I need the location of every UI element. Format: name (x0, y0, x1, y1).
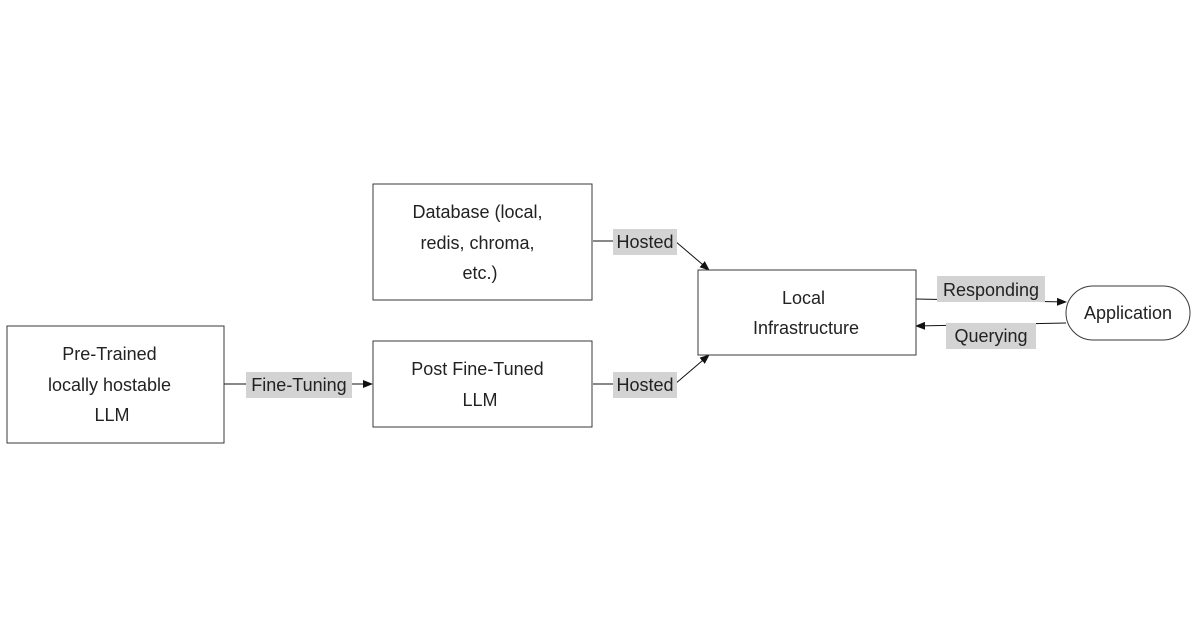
hosted-database-label-bg (613, 229, 677, 255)
node-application: Application (1065, 285, 1191, 341)
node-finetuned-llm: Post Fine-Tuned LLM (372, 340, 593, 428)
application-box (1065, 285, 1191, 341)
node-database: Database (local, redis, chroma, etc.) (372, 183, 593, 301)
database-box (372, 183, 593, 301)
edge-hosted-database: Hosted (593, 229, 710, 271)
node-local-infrastructure: Local Infrastructure (697, 269, 917, 356)
local-infrastructure-label: Local Infrastructure (753, 288, 859, 338)
finetuned-llm-box (372, 340, 593, 428)
finetuned-llm-label: Post Fine-Tuned LLM (411, 359, 548, 410)
querying-label-bg (946, 323, 1036, 349)
database-label: Database (local, redis, chroma, etc.) (412, 202, 547, 283)
hosted-database-label: Hosted (616, 232, 673, 252)
application-label: Application (1084, 303, 1172, 323)
responding-label-bg (937, 276, 1045, 302)
finetuning-label-bg (246, 372, 352, 398)
responding-label: Responding (943, 280, 1039, 300)
local-infrastructure-box (697, 269, 917, 356)
pretrained-llm-box (6, 325, 225, 444)
node-pretrained-llm: Pre-Trained locally hostable LLM (6, 325, 225, 444)
edge-finetuning: Fine-Tuning (224, 372, 373, 398)
edge-hosted-llm: Hosted (593, 354, 710, 398)
edge-querying: Querying (915, 321, 1067, 349)
pretrained-llm-label: Pre-Trained locally hostable LLM (48, 344, 176, 425)
edge-responding: Responding (915, 276, 1067, 306)
finetuning-label: Fine-Tuning (251, 375, 346, 395)
querying-label: Querying (954, 326, 1027, 346)
hosted-llm-label: Hosted (616, 375, 673, 395)
hosted-llm-label-bg (613, 372, 677, 398)
